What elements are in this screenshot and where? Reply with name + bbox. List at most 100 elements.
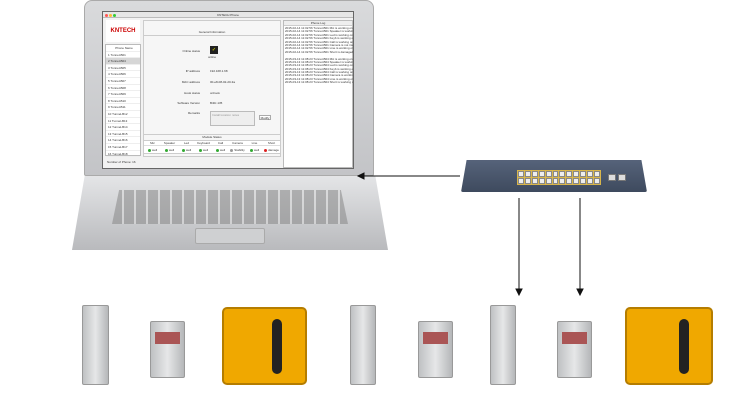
module-header: Mic bbox=[150, 141, 155, 145]
log-line: 2015-03-13 11:08:23 Tunnel-B04 Speaker i… bbox=[285, 59, 354, 64]
log-line: 2015-03-13 11:08:23 Tunnel-B04 Mic is wo… bbox=[285, 56, 354, 61]
phone-list-item[interactable]: 10 Tunnel-B12 bbox=[106, 111, 140, 118]
phone-list-item[interactable]: 11 Tunnel-B13 bbox=[106, 118, 140, 125]
item-index: 2 bbox=[108, 59, 110, 64]
log-line: 2015-03-13 11:08:23 Tunnel-B04 Led is wo… bbox=[285, 63, 354, 68]
item-name: Tunnel-B15 bbox=[112, 131, 128, 136]
item-index: 13 bbox=[108, 131, 112, 136]
phone-list-item[interactable]: 13 Tunnel-B15 bbox=[106, 131, 140, 138]
module-value: well bbox=[185, 148, 192, 152]
module-value: well bbox=[151, 148, 158, 152]
stainless-help-point-phone bbox=[490, 305, 516, 385]
software-label: Software Version bbox=[177, 101, 200, 105]
module-value: well bbox=[202, 148, 209, 152]
logo: KNTECH bbox=[106, 20, 140, 42]
video-screen bbox=[562, 332, 587, 344]
phone-list-item[interactable]: 2 Tunnel-B04 bbox=[106, 58, 140, 65]
video-screen bbox=[423, 332, 448, 344]
arrowhead bbox=[576, 288, 584, 297]
phone-list-item[interactable]: 9 Tunnel-B11 bbox=[106, 104, 140, 111]
modify-button[interactable]: Modify bbox=[259, 115, 271, 120]
list-header: Phone Name bbox=[106, 45, 140, 52]
video-help-point-phone bbox=[150, 321, 185, 378]
ethernet-port bbox=[518, 178, 524, 184]
item-index: 8 bbox=[108, 98, 110, 103]
phone-list-item[interactable]: 14 Tunnel-B16 bbox=[106, 137, 140, 144]
item-index: 14 bbox=[108, 138, 112, 143]
log-line: 2015-03-13 11:08:23 Tunnel-B04 Call is w… bbox=[285, 70, 354, 75]
status-icon bbox=[147, 148, 151, 152]
log-line: 2015-02-14 11:02:56 Tunnel-B01 Keyb is w… bbox=[285, 36, 354, 41]
stainless-help-point-phone bbox=[350, 305, 376, 385]
stainless-help-point-phone bbox=[82, 305, 109, 385]
item-name: Tunnel-B14 bbox=[112, 125, 128, 130]
phone-list-item[interactable]: 16 Tunnel-B18 bbox=[106, 151, 140, 158]
module-value: well bbox=[219, 148, 226, 152]
ethernet-port bbox=[594, 171, 600, 177]
item-index: 12 bbox=[108, 125, 112, 130]
phone-status-icon: ✓ bbox=[210, 46, 218, 54]
ethernet-port bbox=[524, 171, 531, 177]
phone-list-item[interactable]: 1 Tunnel-B01 bbox=[106, 52, 140, 59]
uplink-port bbox=[608, 174, 616, 181]
status-icon bbox=[181, 148, 185, 152]
module-value: Stability bbox=[234, 148, 245, 152]
ethernet-port bbox=[545, 178, 552, 184]
phone-list-item[interactable]: 7 Tunnel-B09 bbox=[106, 91, 140, 98]
phone-list-item[interactable]: 5 Tunnel-B07 bbox=[106, 78, 140, 85]
minimize-icon[interactable] bbox=[109, 13, 112, 17]
phone-log[interactable]: Phone Log 2015-02-14 11:02:56 Tunnel-B01… bbox=[283, 20, 353, 168]
phone-list-item[interactable]: 6 Tunnel-B08 bbox=[106, 85, 140, 92]
module-column: Call well bbox=[212, 141, 229, 152]
window-title: KNTECH Phone bbox=[217, 13, 239, 17]
remarks-input[interactable]: Install location notes bbox=[210, 111, 255, 126]
item-name: Tunnel-B04 bbox=[110, 59, 126, 64]
module-header: Line bbox=[251, 141, 258, 145]
module-column: Short damage bbox=[263, 141, 280, 152]
maximize-icon[interactable] bbox=[113, 13, 116, 17]
ethernet-port bbox=[566, 171, 573, 177]
item-name: Tunnel-B01 bbox=[110, 52, 126, 57]
close-icon[interactable] bbox=[105, 13, 108, 17]
phone-list-item[interactable]: 4 Tunnel-B06 bbox=[106, 71, 140, 78]
phone-list-item[interactable]: 3 Tunnel-B05 bbox=[106, 65, 140, 72]
title-bar: KNTECH Phone bbox=[103, 12, 353, 18]
phone-list-item[interactable]: 8 Tunnel-B10 bbox=[106, 98, 140, 105]
module-header: Short bbox=[267, 141, 276, 145]
laptop-touchpad bbox=[195, 228, 265, 244]
item-index: 5 bbox=[108, 78, 110, 83]
module-header: Call bbox=[217, 141, 224, 145]
module-header: Keyboard bbox=[197, 141, 210, 145]
online-value: online bbox=[208, 55, 217, 59]
item-index: 16 bbox=[108, 151, 112, 156]
phone-log-title: Phone Log bbox=[284, 21, 352, 26]
arrowhead bbox=[356, 172, 365, 180]
item-index: 9 bbox=[108, 105, 110, 110]
log-line: 2015-03-13 11:08:23 Tunnel-B04 Short is … bbox=[285, 80, 354, 85]
log-line: 2015-02-14 11:02:56 Tunnel-B01 Short is … bbox=[285, 49, 354, 54]
phone-list-item[interactable]: 15 Tunnel-B17 bbox=[106, 144, 140, 151]
ethernet-port bbox=[594, 178, 600, 184]
module-value: well bbox=[253, 148, 260, 152]
phone-list-item[interactable]: 12 Tunnel-B14 bbox=[106, 124, 140, 131]
ethernet-port bbox=[538, 171, 545, 177]
status-icon bbox=[230, 148, 234, 152]
module-value: damage bbox=[268, 148, 279, 152]
yellow-weatherproof-phone bbox=[222, 307, 307, 385]
ip-label: IP address bbox=[185, 69, 200, 73]
log-line: 2015-02-14 11:02:56 Tunnel-B01 Camera is… bbox=[285, 42, 354, 47]
ethernet-port bbox=[518, 171, 524, 177]
ip-value: 192.168.1.68 bbox=[210, 69, 228, 73]
ethernet-port bbox=[545, 171, 552, 177]
module-header: Speaker bbox=[163, 141, 176, 145]
status-icon bbox=[264, 148, 268, 152]
status-icon bbox=[198, 148, 202, 152]
item-name: Tunnel-B13 bbox=[111, 118, 128, 123]
mac-value: 00-e8-08-02-20-3a bbox=[210, 80, 236, 84]
item-name: Tunnel-B16 bbox=[112, 138, 128, 143]
ethernet-port bbox=[573, 171, 580, 177]
item-index: 11 bbox=[108, 118, 112, 123]
item-name: Tunnel-B12 bbox=[112, 111, 128, 116]
